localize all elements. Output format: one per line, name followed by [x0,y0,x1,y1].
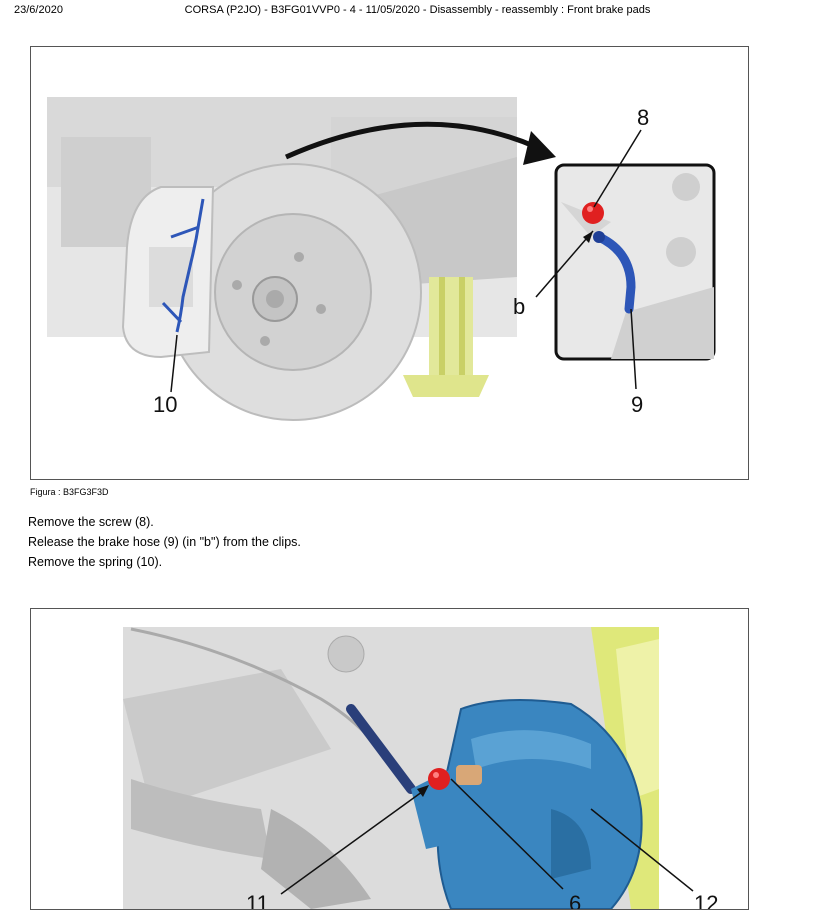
figure-2-illustration: 11 6 12 [123,627,718,909]
label-10: 10 [153,392,177,417]
step-2: Release the brake hose (9) (in "b") from… [28,535,301,549]
figure-1-caption: Figura : B3FG3F3D [30,487,109,497]
label-12: 12 [694,891,718,909]
header-date: 23/6/2020 [14,4,63,16]
figure-2: 11 6 12 [30,608,749,910]
label-8: 8 [637,105,649,130]
figure-1-illustration: 8 b 9 10 [47,97,716,421]
header-title: CORSA (P2JO) - B3FG01VVP0 - 4 - 11/05/20… [184,4,651,16]
step-1: Remove the screw (8). [28,515,154,529]
label-6: 6 [569,891,581,909]
step-3: Remove the spring (10). [28,555,163,569]
label-9: 9 [631,392,643,417]
label-11: 11 [246,891,269,909]
label-b: b [513,294,525,319]
figure-1: 8 b 9 10 [30,46,749,480]
